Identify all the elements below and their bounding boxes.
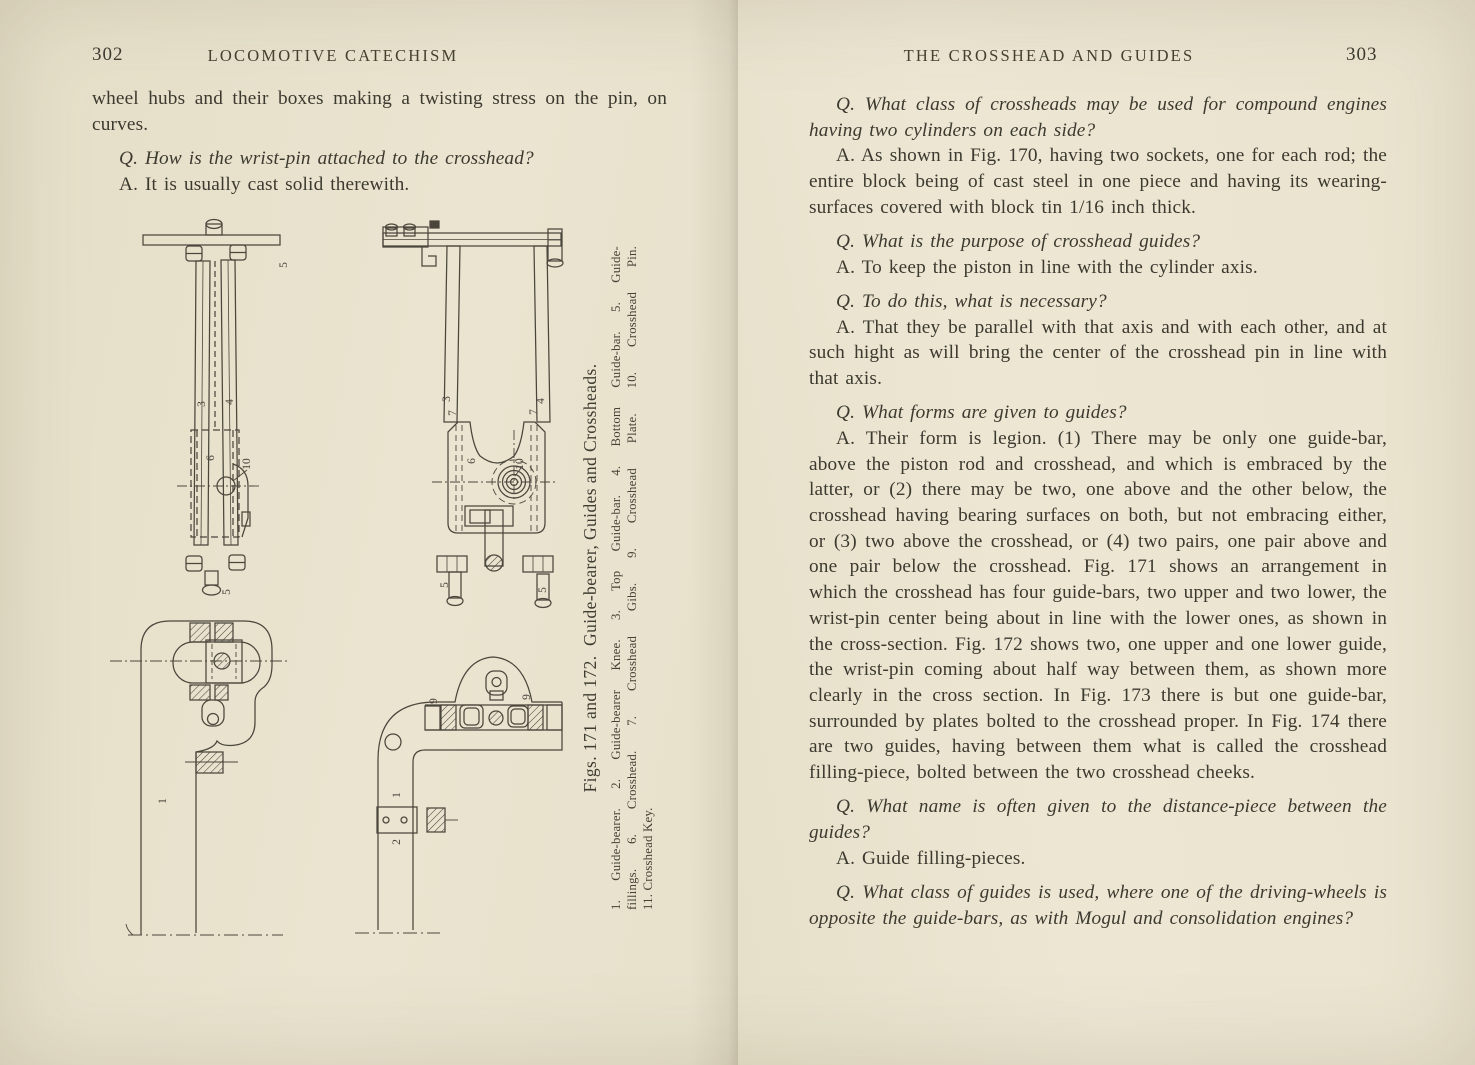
part-label: 4 — [224, 399, 236, 405]
part-label: 5 — [221, 589, 233, 595]
question-text: Q. To do this, what is necessary? — [836, 290, 1107, 312]
right-text-block: Q. What class of crossheads may be used … — [809, 86, 1387, 931]
question-text: Q. How is the wrist-pin attached to the … — [119, 147, 534, 169]
answer-text: A. Guide filling-pieces. — [836, 847, 1026, 869]
fig171-cross-section — [110, 620, 287, 936]
part-label: 5 — [278, 262, 290, 268]
fig171-elevation — [142, 218, 281, 596]
left-page: 302 LOCOMOTIVE CATECHISM wheel hubs and … — [0, 0, 738, 1065]
figure-key-line: 11. Crosshead Key. — [641, 807, 655, 910]
part-label: 5 — [439, 582, 451, 588]
part-label: 9 — [521, 694, 533, 700]
paragraph-continuation: wheel hubs and their boxes making a twis… — [92, 88, 667, 135]
part-label: 3 — [441, 396, 453, 402]
figure-part-labels: 5 3 4 6 10 5 3 4 7 7 6 10 5 5 1 9 9 1 2 — [157, 262, 549, 845]
right-page-number: 303 — [1346, 44, 1378, 65]
answer-text: A. Their form is legion. (1) There may b… — [809, 427, 1387, 784]
part-label: 10 — [514, 458, 526, 470]
question-text: Q. What name is often given to the dista… — [809, 796, 1387, 843]
part-label: 9 — [428, 698, 440, 704]
question-text: Q. What forms are given to guides? — [836, 402, 1127, 424]
fig172-elevation — [382, 220, 564, 609]
part-label: 1 — [391, 792, 403, 798]
question-text: Q. What is the purpose of crosshead guid… — [836, 231, 1201, 253]
answer-text: A. It is usually cast solid therewith. — [119, 173, 410, 195]
question-text: Q. What class of crossheads may be used … — [809, 94, 1387, 141]
part-label: 6 — [205, 455, 217, 461]
answer-text: A. As shown in Fig. 170, having two sock… — [809, 145, 1387, 218]
answer-text: A. To keep the piston in line with the c… — [836, 256, 1258, 278]
part-label: 2 — [391, 839, 403, 845]
left-page-number: 302 — [92, 44, 124, 65]
figure-caption: Figs. 171 and 172. Guide-bearer, Guides … — [580, 363, 600, 793]
figure-key-line: fillings. 6. Crosshead. 7. Crosshead Gib… — [625, 246, 639, 910]
part-label: 10 — [241, 458, 253, 470]
right-running-header: THE CROSSHEAD AND GUIDES — [903, 46, 1195, 65]
left-running-header: LOCOMOTIVE CATECHISM — [207, 46, 459, 65]
figure-key-line: 1. Guide-bearer. 2. Guide-bearer Knee. 3… — [609, 246, 623, 910]
figure-caption-block: Figs. 171 and 172. Guide-bearer, Guides … — [580, 246, 666, 910]
part-label: 5 — [537, 587, 549, 593]
part-label: 7 — [447, 410, 459, 416]
part-label: 4 — [535, 398, 547, 404]
part-label: 6 — [466, 458, 478, 464]
figure-key: 1. Guide-bearer. 2. Guide-bearer Knee. 3… — [608, 246, 656, 910]
left-text-block: wheel hubs and their boxes making a twis… — [92, 86, 667, 197]
part-label: 1 — [157, 798, 169, 804]
right-page: THE CROSSHEAD AND GUIDES 303 Q. What cla… — [738, 0, 1475, 1065]
part-label: 7 — [528, 409, 540, 415]
question-text: Q. What class of guides is used, where o… — [809, 881, 1387, 929]
answer-text: A. That they be parallel with that axis … — [809, 316, 1387, 390]
fig172-cross-section — [355, 656, 563, 934]
part-label: 3 — [196, 401, 208, 407]
